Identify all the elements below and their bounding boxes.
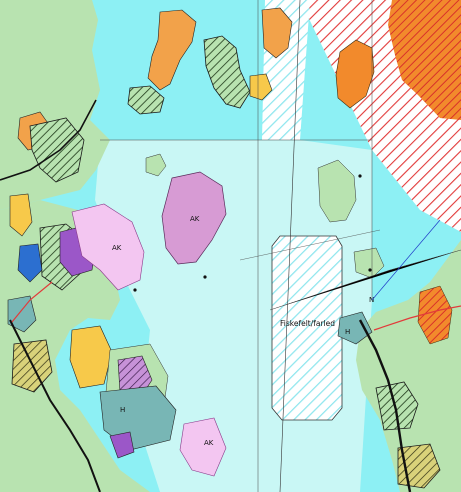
ak-bottom-label: AK xyxy=(204,439,214,447)
h-marker-bottom-label: H xyxy=(120,406,125,414)
map-marker-dot-1 xyxy=(203,275,206,278)
zone-fiskefelt[interactable] xyxy=(272,236,342,420)
map-marker-dot-2 xyxy=(133,288,136,291)
ak-left-label: AK xyxy=(112,244,122,252)
map-marker-dot-3 xyxy=(358,174,361,177)
ak-island-label: AK xyxy=(190,215,200,223)
n-marker-right-label: N xyxy=(369,296,374,304)
h-marker-right-label: H xyxy=(345,328,350,336)
map-marker-dot-4 xyxy=(368,268,371,271)
fiskefelt-label: Fiskefelt/farled xyxy=(280,319,335,328)
